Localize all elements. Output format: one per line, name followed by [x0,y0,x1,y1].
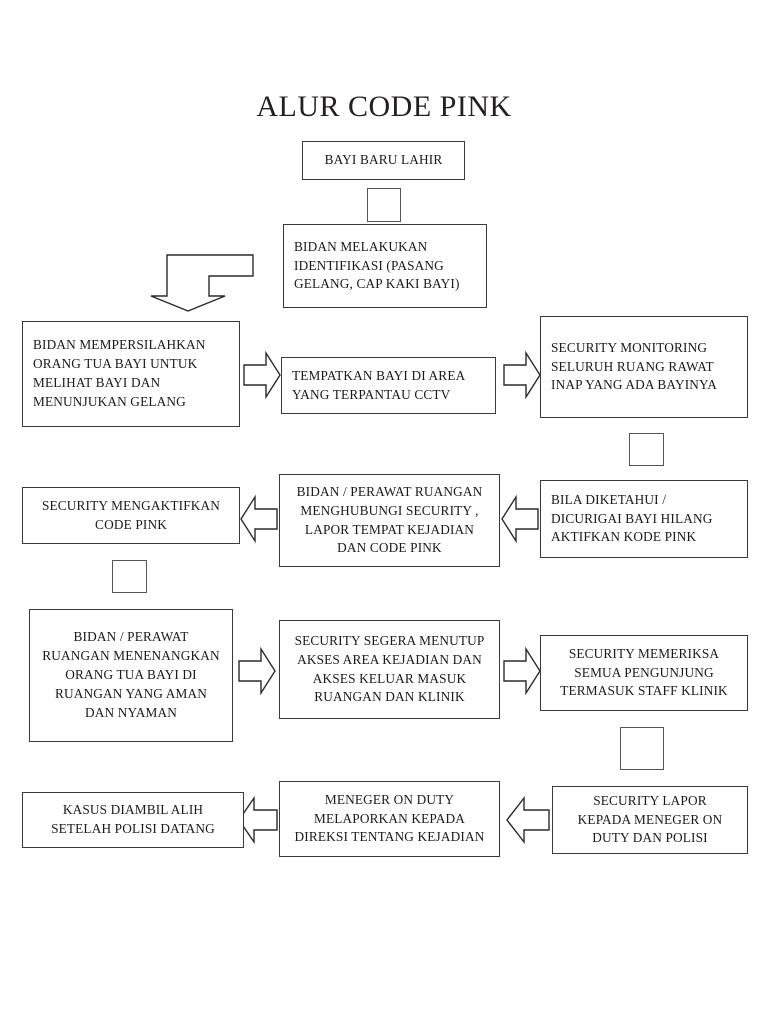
node-line: BIDAN / PERAWAT [73,629,189,645]
node-line: AKSES AREA KEJADIAN DAN [297,651,482,667]
node-line: BIDAN MELAKUKAN [294,238,428,254]
node-line: MELIHAT BAYI DAN [33,375,161,390]
page-title: ALUR CODE PINK [256,90,512,123]
node-bayi-baru-lahir[interactable]: BAYI BARU LAHIR [302,141,465,180]
node-line: SELURUH RUANG RAWAT [551,358,714,374]
node-line: CODE PINK [95,516,167,532]
node-line: SECURITY SEGERA MENUTUP [294,632,485,648]
node-line: SETELAH POLISI DATANG [51,821,215,836]
node-line: SECURITY MONITORING [551,339,708,355]
node-kasus-diambil-alih-polisi[interactable]: KASUS DIAMBIL ALIH SETELAH POLISI DATANG [22,792,244,848]
node-line: LAPOR TEMPAT KEJADIAN [304,521,475,537]
node-security-menutup-akses[interactable]: SECURITY SEGERA MENUTUP AKSES AREA KEJAD… [279,620,500,719]
node-line: SECURITY MENGAKTIFKAN [41,497,221,513]
node-line: DAN NYAMAN [85,704,177,720]
connector-n11-to-n12 [620,727,664,770]
node-line: IDENTIFIKASI (PASANG [294,257,444,273]
node-line: BAYI BARU LAHIR [324,152,443,168]
node-meneger-melaporkan-direksi[interactable]: MENEGER ON DUTY MELAPORKAN KEPADA DIREKS… [279,781,500,857]
node-line: BIDAN MEMPERSILAHKAN [33,337,206,353]
node-bidan-mempersilahkan-orang-tua[interactable]: BIDAN MEMPERSILAHKAN ORANG TUA BAYI UNTU… [22,321,240,427]
connector-n2-to-n3 [124,254,256,312]
connector-n6-to-n7 [501,494,539,544]
node-line: ORANG TUA BAYI DI [65,667,197,683]
node-line: DIREKSI TENTANG KEJADIAN [294,829,485,845]
connector-n8-to-n9 [112,560,147,593]
node-line: MENGHUBUNGI SECURITY , [300,502,479,518]
connector-n7-to-n8 [240,494,278,544]
node-security-memeriksa-pengunjung[interactable]: SECURITY MEMERIKSA SEMUA PENGUNJUNG TERM… [540,635,748,711]
connector-n3-to-n4 [243,350,281,400]
node-line: INAP YANG ADA BAYINYA [551,377,718,393]
node-line: AKSES KELUAR MASUK [312,670,467,686]
node-line: GELANG, CAP KAKI BAYI) [294,276,460,292]
connector-n13-to-n14 [238,795,278,845]
node-line: KASUS DIAMBIL ALIH [62,802,204,818]
node-line: SEMUA PENGUNJUNG [574,664,714,680]
node-bidan-identifikasi[interactable]: BIDAN MELAKUKAN IDENTIFIKASI (PASANG GEL… [283,224,487,308]
node-bidan-perawat-menghubungi-security[interactable]: BIDAN / PERAWAT RUANGAN MENGHUBUNGI SECU… [279,474,500,567]
connector-n12-to-n13 [506,795,550,845]
node-security-monitoring-ruang-rawat[interactable]: SECURITY MONITORING SELURUH RUANG RAWAT … [540,316,748,418]
node-line: BIDAN / PERAWAT RUANGAN [296,483,483,499]
node-line: RUANGAN MENENANGKAN [42,648,220,664]
connector-n10-to-n11 [503,646,541,696]
node-line: SECURITY LAPOR [593,792,707,808]
node-line: AKTIFKAN KODE PINK [551,529,697,545]
node-line: RUANGAN YANG AMAN [54,685,208,701]
connector-n5-to-n6 [629,433,664,466]
node-line: BILA DIKETAHUI / [551,491,667,507]
node-tempatkan-bayi-area-cctv[interactable]: TEMPATKAN BAYI DI AREA YANG TERPANTAU CC… [281,357,496,414]
node-line: DUTY DAN POLISI [592,830,708,846]
node-line: DICURIGAI BAYI HILANG [551,510,713,526]
connector-n4-to-n5 [503,350,541,400]
node-bidan-perawat-menenangkan-orang-tua[interactable]: BIDAN / PERAWAT RUANGAN MENENANGKAN ORAN… [29,609,233,742]
node-line: ORANG TUA BAYI UNTUK [33,356,198,372]
node-line: DAN CODE PINK [337,540,442,556]
node-line: KEPADA MENEGER ON [577,811,723,827]
node-bila-diketahui-bayi-hilang[interactable]: BILA DIKETAHUI / DICURIGAI BAYI HILANG A… [540,480,748,558]
connector-n1-to-n2 [367,188,401,222]
node-line: MELAPORKAN KEPADA [314,810,465,826]
node-line: SECURITY MEMERIKSA [568,645,720,661]
node-security-mengaktifkan-code-pink[interactable]: SECURITY MENGAKTIFKAN CODE PINK [22,487,240,544]
node-security-lapor-meneger-polisi[interactable]: SECURITY LAPOR KEPADA MENEGER ON DUTY DA… [552,786,748,854]
node-line: RUANGAN DAN KLINIK [314,689,465,705]
node-line: TERMASUK STAFF KLINIK [560,683,728,699]
node-line: MENUNJUKAN GELANG [33,393,186,409]
node-line: YANG TERPANTAU CCTV [292,386,451,402]
node-line: MENEGER ON DUTY [324,791,455,807]
connector-n9-to-n10 [238,646,276,696]
node-line: TEMPATKAN BAYI DI AREA [292,367,466,383]
